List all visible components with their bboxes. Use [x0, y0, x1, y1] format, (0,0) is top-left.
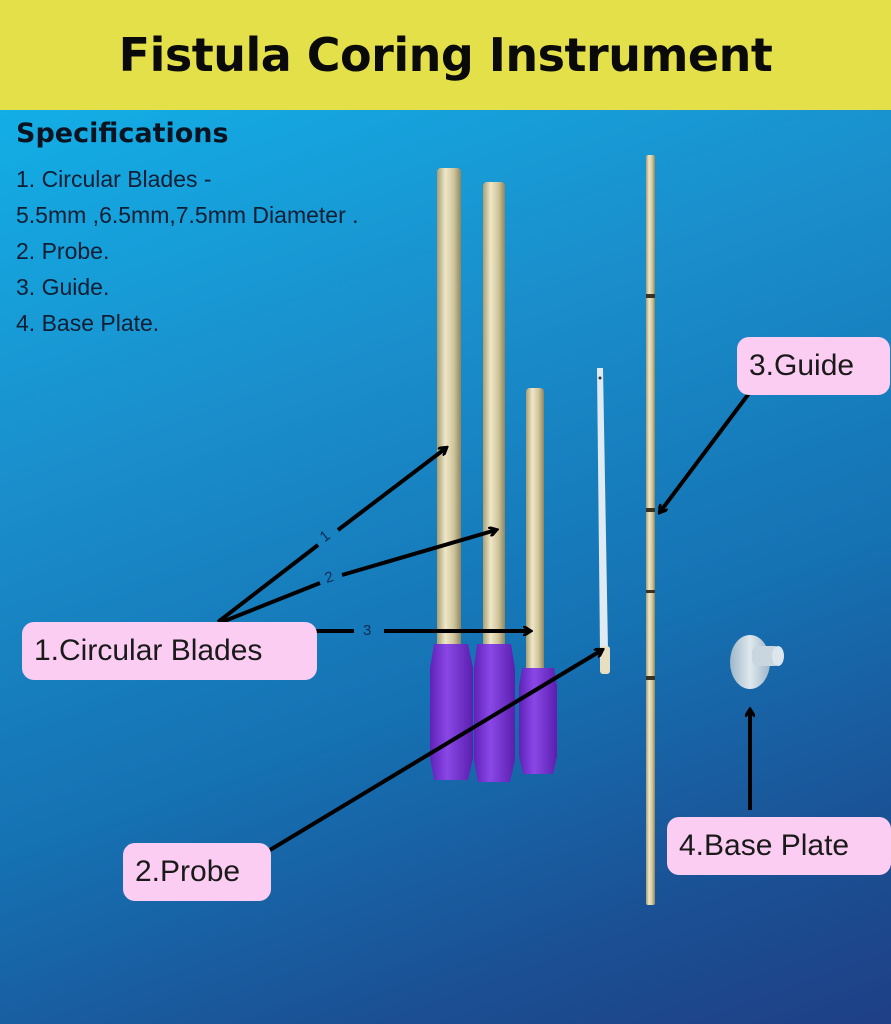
arrow-1-a: [216, 543, 320, 624]
guide: [646, 155, 655, 905]
title-banner: Fistula Coring Instrument: [0, 0, 891, 110]
arrow-1-b: [336, 448, 446, 532]
arrow-2-a: [221, 581, 321, 624]
base-plate: [730, 635, 784, 689]
arrow-2-b: [341, 530, 496, 577]
probe-arrow: [268, 650, 602, 852]
callout-probe-text: 2.Probe: [135, 855, 241, 888]
guide-arrow: [660, 390, 752, 512]
callout-guide-text: 3.Guide: [749, 349, 855, 382]
arrow-number-3: 3: [363, 622, 372, 639]
specifications-heading: Specifications: [16, 118, 229, 149]
page-title: Fistula Coring Instrument: [118, 28, 773, 82]
callout-guide: 3.Guide: [737, 337, 890, 395]
callout-base-plate-text: 4.Base Plate: [679, 829, 850, 862]
probe: [597, 368, 610, 674]
circular-blade-1: [430, 168, 473, 780]
callout-circular-blades: 1.Circular Blades: [22, 622, 317, 680]
callout-probe: 2.Probe: [123, 843, 271, 901]
spec-line: 1. Circular Blades -: [16, 166, 212, 192]
spec-line: 5.5mm ,6.5mm,7.5mm Diameter .: [16, 202, 359, 228]
circular-blade-3: [519, 388, 557, 774]
spec-line: 4. Base Plate.: [16, 310, 160, 336]
specifications-panel: Specifications 1. Circular Blades - 5.5m…: [16, 118, 359, 341]
circular-blade-2: [474, 182, 515, 782]
spec-line: 3. Guide.: [16, 274, 110, 300]
callout-circular-blades-text: 1.Circular Blades: [34, 634, 263, 667]
callout-base-plate: 4.Base Plate: [667, 817, 891, 875]
spec-line: 2. Probe.: [16, 238, 110, 264]
arrows: [216, 390, 752, 852]
